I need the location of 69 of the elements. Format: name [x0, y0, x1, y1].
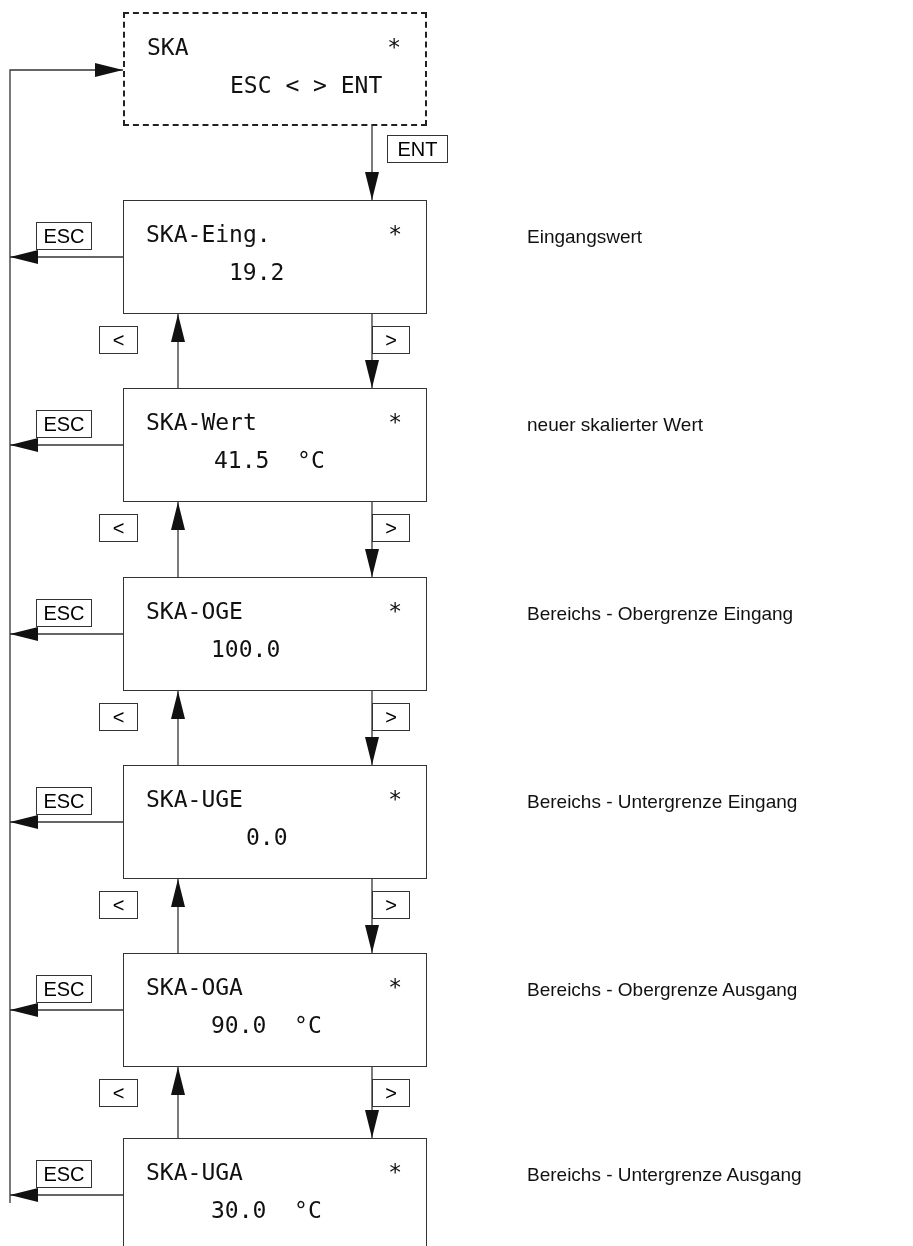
display-title: SKA [147, 36, 189, 59]
key-label: ESC [36, 222, 92, 250]
description-text: neuer skalierter Wert [527, 415, 703, 434]
arrow [171, 501, 185, 578]
display-title: SKA-UGA [146, 1161, 243, 1184]
arrow [9, 250, 124, 264]
arrow [9, 1188, 124, 1202]
display-value: ESC < > ENT [230, 74, 383, 97]
display-box [123, 12, 427, 126]
display-box [123, 1138, 427, 1246]
key-label: ESC [36, 410, 92, 438]
key-label: ESC [36, 1160, 92, 1188]
asterisk: * [388, 788, 402, 811]
arrow [9, 1003, 124, 1017]
asterisk: * [387, 36, 401, 59]
description-text: Eingangswert [527, 227, 643, 246]
arrow [171, 690, 185, 766]
display-box [123, 953, 427, 1067]
asterisk: * [388, 411, 402, 434]
key-label: < [99, 514, 138, 542]
display-box [123, 388, 427, 502]
arrow [9, 438, 124, 452]
display-title: SKA-Eing. [146, 223, 271, 246]
asterisk: * [388, 600, 402, 623]
display-box [123, 200, 427, 314]
display-box [123, 765, 427, 879]
display-box [123, 577, 427, 691]
description-text: Bereichs - Untergrenze Eingang [527, 792, 798, 811]
key-label: < [99, 1079, 138, 1107]
description-text: Bereichs - Untergrenze Ausgang [527, 1165, 802, 1184]
key-label: > [372, 703, 410, 731]
display-value: 0.0 [246, 826, 288, 849]
asterisk: * [388, 976, 402, 999]
display-title: SKA-OGA [146, 976, 243, 999]
arrow [365, 125, 379, 201]
display-value: 19.2 [229, 261, 285, 284]
display-value: 100.0 [211, 638, 281, 661]
key-label: > [372, 514, 410, 542]
display-value: 30.0 °C [211, 1199, 322, 1222]
description-text: Bereichs - Obergrenze Ausgang [527, 980, 798, 999]
arrow [365, 878, 379, 954]
arrow [9, 627, 124, 641]
display-title: SKA-UGE [146, 788, 243, 811]
display-title: SKA-OGE [146, 600, 243, 623]
key-label: < [99, 326, 138, 354]
key-label: ENT [387, 135, 448, 163]
asterisk: * [388, 1161, 402, 1184]
key-label: < [99, 703, 138, 731]
description-text: Bereichs - Obergrenze Eingang [527, 604, 794, 623]
arrow [171, 1066, 185, 1139]
asterisk: * [388, 223, 402, 246]
arrow [365, 690, 379, 766]
arrow [171, 313, 185, 389]
key-label: ESC [36, 787, 92, 815]
arrow [365, 501, 379, 578]
key-label: > [372, 326, 410, 354]
arrow [365, 313, 379, 389]
key-label: > [372, 891, 410, 919]
arrow [171, 878, 185, 954]
arrow [9, 815, 124, 829]
display-value: 41.5 °C [214, 449, 325, 472]
key-label: ESC [36, 599, 92, 627]
key-label: > [372, 1079, 410, 1107]
arrow [9, 63, 124, 1204]
key-label: < [99, 891, 138, 919]
display-value: 90.0 °C [211, 1014, 322, 1037]
arrow [365, 1066, 379, 1139]
key-label: ESC [36, 975, 92, 1003]
display-title: SKA-Wert [146, 411, 257, 434]
